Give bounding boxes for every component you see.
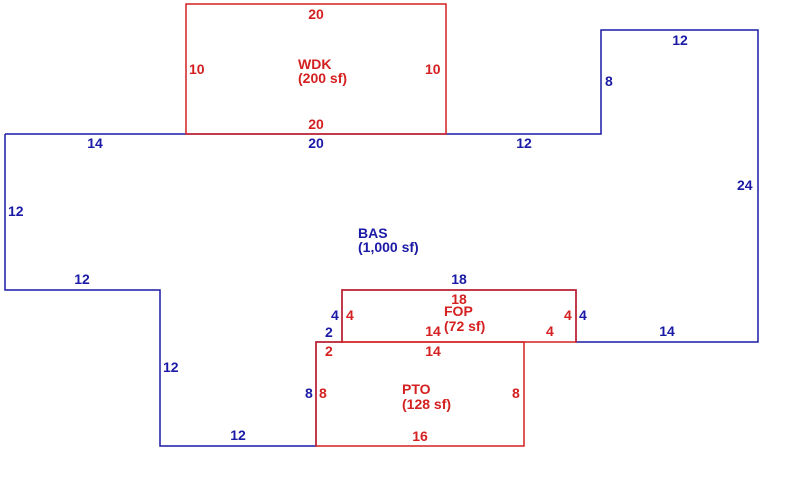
fop-area: (72 sf) [444,318,485,334]
pto-dim-left-top: 2 [325,343,333,359]
bas-dim-bottom-mid: 12 [230,427,246,443]
bas-name: BAS [358,225,388,241]
wdk-name: WDK [298,56,331,72]
bas-dim-top-left: 14 [87,135,103,151]
pto-name: PTO [402,381,431,397]
bas-dim-pto-left-step: 2 [325,324,333,340]
bas-dim-left-step: 12 [74,271,90,287]
bas-dim-fop-top: 18 [451,271,467,287]
wdk-outline [185,3,447,135]
pto-dim-right: 8 [512,385,520,401]
fop-dim-top: 18 [451,291,467,307]
fop-name: FOP [444,303,473,319]
bas-dim-top-right: 12 [516,135,532,151]
pto-area: (128 sf) [402,396,451,412]
bas-dim-fop-right-step: 4 [579,307,587,323]
bas-dim-top-mid: 20 [308,135,324,151]
fop-dim-bottom: 14 [425,323,441,339]
fop-dim-right: 4 [564,307,572,323]
bas-area: (1,000 sf) [358,239,419,255]
wdk-dim-right: 10 [425,61,441,77]
bas-dim-right: 24 [737,177,753,193]
pto-dim-left: 8 [319,385,327,401]
wdk-area: (200 sf) [298,70,347,86]
bas-dim-notch-top: 12 [672,32,688,48]
bas-dim-fop-left-step: 4 [331,307,339,323]
bas-dim-notch-left: 8 [605,73,613,89]
pto-outline [315,341,525,447]
bas-dim-lower-left-vert: 12 [163,359,179,375]
pto-dim-top: 14 [425,343,441,359]
wdk-dim-bottom: 20 [308,116,324,132]
fop-dim-left: 4 [346,307,354,323]
bas-dim-bottom-right: 14 [659,323,675,339]
bas-dim-left: 12 [8,203,24,219]
pto-dim-bottom: 16 [412,428,428,444]
bas-dim-pto-left: 8 [305,385,313,401]
wdk-dim-top: 20 [308,6,324,22]
wdk-dim-left: 10 [189,61,205,77]
fop-dim-bottom-right: 4 [546,323,554,339]
